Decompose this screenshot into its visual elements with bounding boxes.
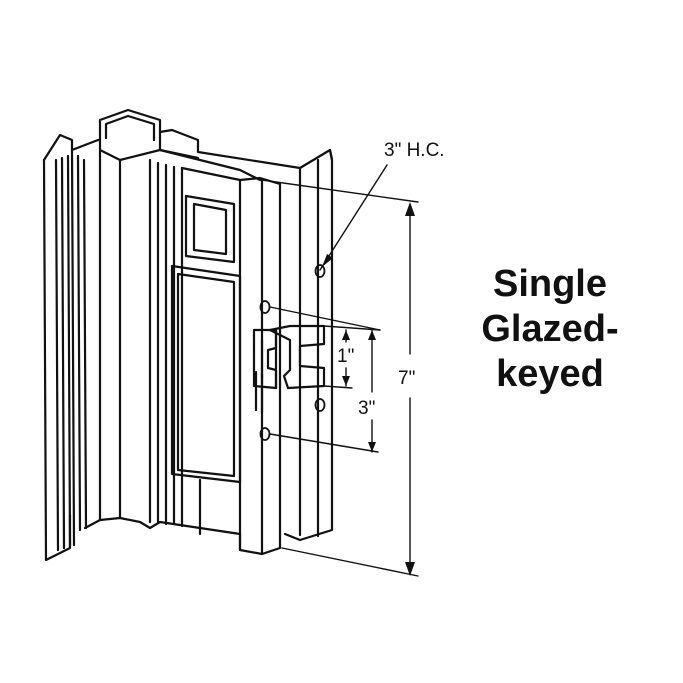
- latch-hook: [268, 324, 326, 390]
- dimension-arrowheads: [322, 202, 415, 576]
- mounting-holes: [259, 264, 326, 441]
- title-line-2: Glazed-: [481, 308, 619, 350]
- title-line-1: Single: [492, 263, 608, 305]
- door-stile: [42, 133, 262, 562]
- title-line-3: keyed: [496, 353, 604, 395]
- dimension-lines: [261, 164, 419, 577]
- one-inch-label: 1": [337, 346, 354, 367]
- latch-cutout: [252, 328, 278, 414]
- three-inch-label: 3": [358, 398, 375, 419]
- hole-center-label: 3" H.C.: [384, 140, 445, 161]
- handle-plate: [170, 166, 282, 556]
- product-title: Single Glazed- keyed: [455, 262, 645, 397]
- seven-inch-label: 7": [398, 368, 415, 389]
